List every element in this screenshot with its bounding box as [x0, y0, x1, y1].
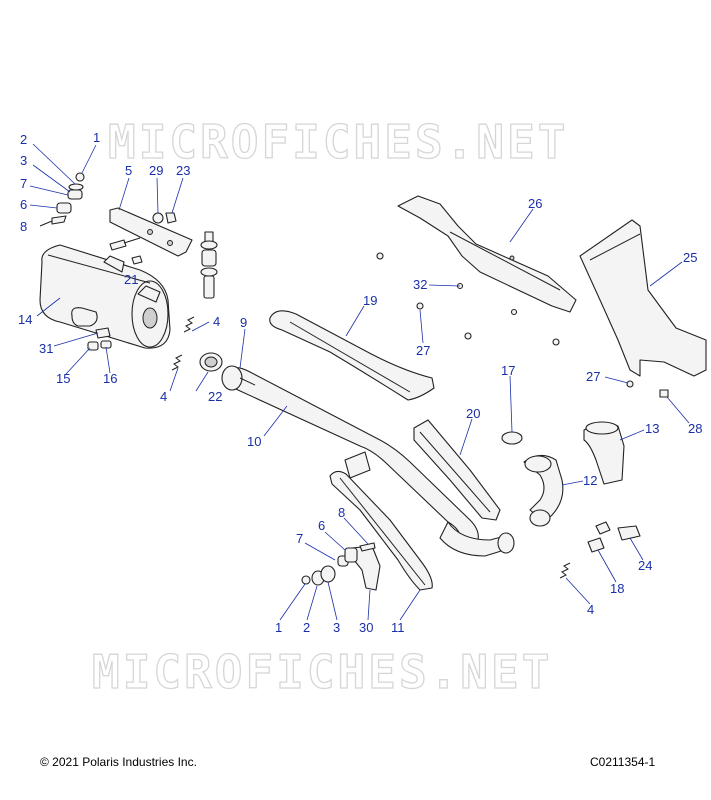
- pipe-11: [329, 470, 433, 591]
- spring-lower: [171, 354, 183, 371]
- part-15: [87, 341, 99, 351]
- copyright-text: © 2021 Polaris Industries Inc.: [40, 755, 197, 769]
- callout-7: 7: [20, 176, 27, 191]
- callout-21: 21: [124, 272, 138, 287]
- nut-23: [165, 212, 177, 224]
- callout-22: 22: [208, 389, 222, 404]
- clip-28: [659, 389, 669, 398]
- bolt-21: [131, 255, 143, 265]
- fitting-18: [587, 537, 605, 553]
- callout-17: 17: [501, 363, 515, 378]
- callout-1: 1: [93, 130, 100, 145]
- callout-8-lower: 8: [338, 505, 345, 520]
- heat-shield-25: [579, 219, 707, 377]
- clip-middle: [464, 332, 472, 340]
- clamp-24: [617, 525, 641, 541]
- callout-9: 9: [240, 315, 247, 330]
- callout-31: 31: [39, 341, 53, 356]
- heat-shield-26: [397, 195, 577, 313]
- clip-27-upper: [416, 302, 424, 310]
- part-31: [95, 327, 111, 339]
- bolt-bracket: [109, 239, 127, 251]
- callout-8: 8: [20, 219, 27, 234]
- callout-30: 30: [359, 620, 373, 635]
- callout-4-lower: 4: [160, 389, 167, 404]
- spring-upper: [183, 316, 195, 333]
- callout-3: 3: [20, 153, 27, 168]
- callout-16: 16: [103, 371, 117, 386]
- clip-27-lower: [626, 380, 634, 388]
- callout-labels: 1 2 3 7 6 8 5 29 23 21 14 31 15 16 4 22 …: [18, 130, 702, 635]
- clip-right: [510, 308, 518, 316]
- head-pipe-part: [221, 365, 479, 541]
- heat-shield-20: [413, 419, 501, 521]
- callout-23: 23: [176, 163, 190, 178]
- watermark-bottom: MICROFICHES.NET: [92, 645, 552, 699]
- diagram-code: C0211354-1: [590, 755, 656, 769]
- callout-14: 14: [18, 312, 32, 327]
- callout-27-upper: 27: [416, 343, 430, 358]
- callout-1-lower: 1: [275, 620, 282, 635]
- callout-15: 15: [56, 371, 70, 386]
- callout-6-lower: 6: [318, 518, 325, 533]
- callout-6: 6: [20, 197, 27, 212]
- heat-shield-19: [269, 310, 435, 401]
- isolator-stack: [200, 231, 218, 299]
- callout-19: 19: [363, 293, 377, 308]
- clip-top: [376, 252, 384, 260]
- callout-27-lower: 27: [586, 369, 600, 384]
- callout-4-right: 4: [587, 602, 594, 617]
- callout-4-upper: 4: [213, 314, 220, 329]
- callout-26: 26: [528, 196, 542, 211]
- oring-17: [501, 431, 523, 445]
- watermark-top: MICROFICHES.NET: [108, 115, 568, 169]
- callout-18: 18: [610, 581, 624, 596]
- callout-25: 25: [683, 250, 697, 265]
- callout-24: 24: [638, 558, 652, 573]
- callout-29: 29: [149, 163, 163, 178]
- bracket-part: [109, 207, 193, 257]
- callout-2-lower: 2: [303, 620, 310, 635]
- y-pipe-end: [439, 521, 515, 557]
- callout-13: 13: [645, 421, 659, 436]
- muffler-part: [39, 244, 171, 349]
- hardware-top-left: [39, 172, 85, 227]
- callout-7-lower: 7: [296, 531, 303, 546]
- callout-11: 11: [391, 620, 405, 635]
- callout-32: 32: [413, 277, 427, 292]
- part-16: [100, 340, 112, 349]
- callout-5: 5: [125, 163, 132, 178]
- gasket-22: [199, 352, 223, 372]
- fitting-upper: [595, 521, 611, 535]
- callout-20: 20: [466, 406, 480, 421]
- callout-10: 10: [247, 434, 261, 449]
- elbow-pipe-12: [523, 454, 564, 527]
- callout-3-lower: 3: [333, 620, 340, 635]
- washer-29: [152, 212, 164, 224]
- bracket-13: [583, 421, 625, 485]
- leader-lines: [29, 143, 690, 621]
- callout-12: 12: [583, 473, 597, 488]
- callout-28: 28: [688, 421, 702, 436]
- spring-right: [559, 562, 571, 579]
- clip-far-right: [552, 338, 560, 346]
- callout-2: 2: [20, 132, 27, 147]
